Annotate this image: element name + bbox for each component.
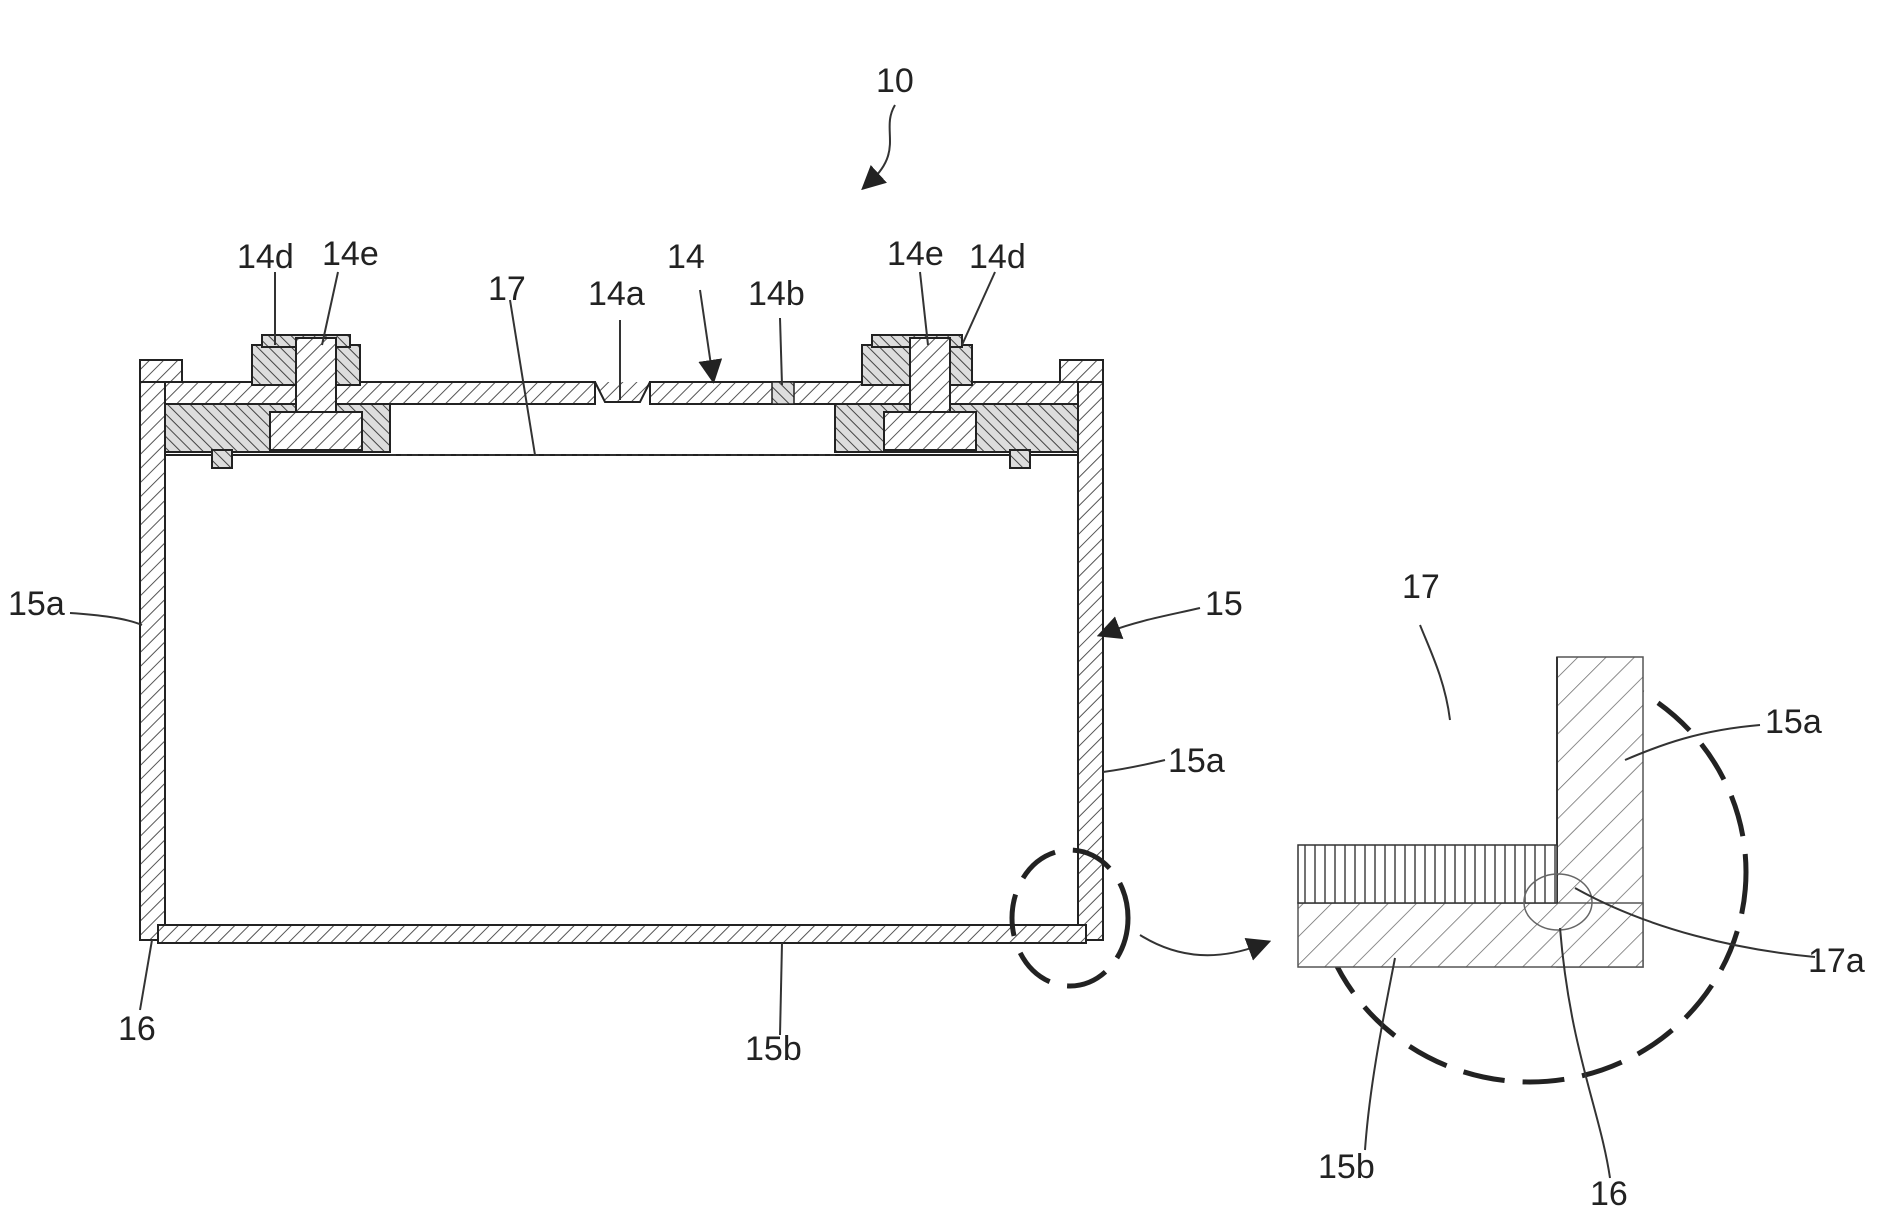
label-14a: 14a [588,275,645,313]
label-14e-right: 14e [887,235,944,273]
label-detail-17a: 17a [1808,942,1865,980]
label-15a-right: 15a [1168,742,1225,780]
label-15: 15 [1205,585,1243,623]
vent-notch [595,382,650,402]
case-left-wall [140,380,165,940]
detail-view [1298,657,1746,1082]
cap-plate-left [165,382,595,404]
cap-assembly [140,335,1103,468]
label-10: 10 [876,62,914,100]
label-detail-16: 16 [1590,1175,1628,1213]
label-17: 17 [488,270,526,308]
detail-bottom [1298,903,1643,967]
leader-15a-left [70,613,142,625]
leader-14 [700,290,712,372]
leader-10 [870,105,895,182]
label-14d-right: 14d [969,238,1026,276]
left-terminal-base [270,412,362,450]
left-corner-lip [140,360,182,382]
label-15b: 15b [745,1030,802,1068]
leader-16 [140,940,152,1010]
leader-15b [780,943,782,1035]
label-detail-17: 17 [1402,568,1440,606]
cap-insert [772,382,794,404]
right-insulator-foot [1010,450,1030,468]
label-detail-15b: 15b [1318,1148,1375,1186]
leader-detail-15a [1625,725,1760,760]
right-terminal-base [884,412,976,450]
leader-15a-right [1103,760,1165,772]
leader-14b [780,318,782,385]
left-insulator-foot [212,450,232,468]
label-16: 16 [118,1010,156,1048]
case-bottom [158,925,1086,943]
label-14: 14 [667,238,705,276]
right-corner-lip [1060,360,1103,382]
label-14b: 14b [748,275,805,313]
leader-17 [510,300,535,455]
detail-adhesive-layer [1298,845,1557,903]
label-14e-left: 14e [322,235,379,273]
leader-detail-15b [1365,958,1395,1150]
leader-14d-right [962,272,995,345]
label-detail-15a: 15a [1765,703,1822,741]
leader-15 [1108,608,1200,632]
detail-pointer-arrow [1140,935,1260,955]
battery-case [140,380,1103,943]
detail-electrolyte-region [1298,657,1557,845]
case-interior [165,455,1078,925]
label-15a-left: 15a [8,585,65,623]
label-14d-left: 14d [237,238,294,276]
